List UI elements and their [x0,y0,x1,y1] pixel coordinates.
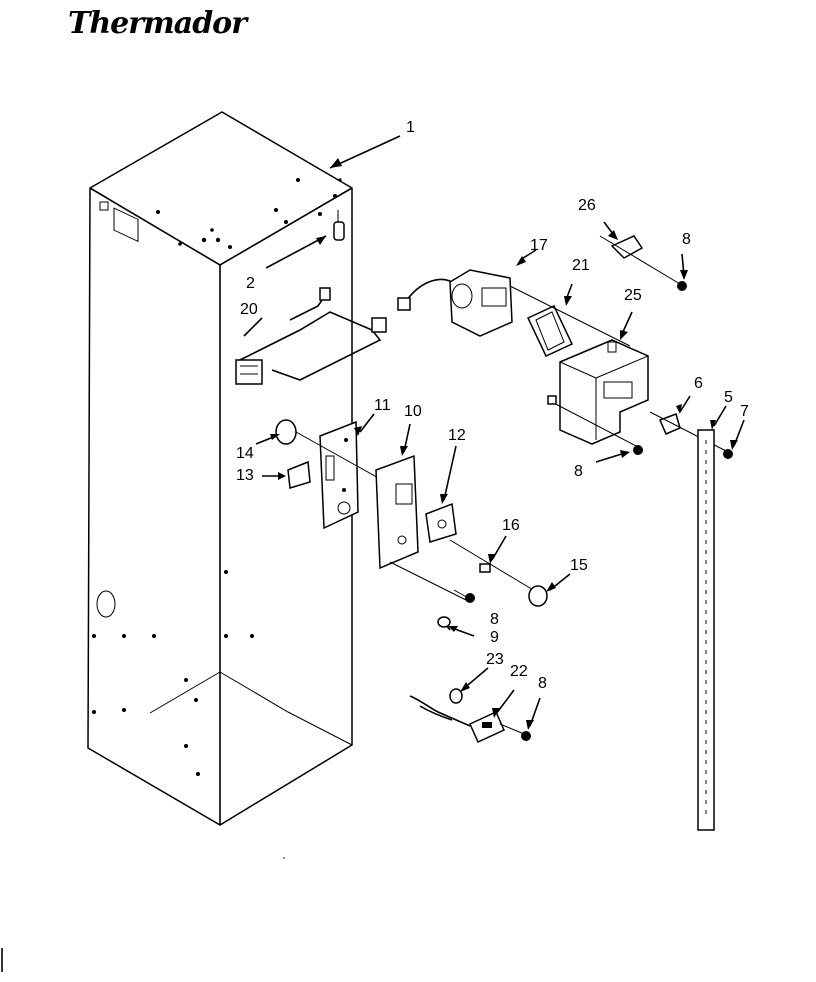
callout-7: 7 [740,403,749,420]
callout-8: 8 [490,611,499,628]
callout-21: 21 [572,257,590,274]
callout-17: 17 [530,237,548,254]
callout-26: 26 [578,197,596,214]
part-13-pad [262,460,311,489]
part-5-rail [649,395,745,831]
part-8-screw-b [595,445,643,463]
callout-8: 8 [538,675,547,692]
callout-5: 5 [724,389,733,406]
part-26-clip [599,221,688,291]
callout-25: 25 [624,287,642,304]
callout-8: 8 [682,231,691,248]
callout-6: 6 [694,375,703,392]
part-22-switch [469,689,541,743]
callout-8: 8 [574,463,583,480]
callout-13: 13 [236,467,254,484]
part-16-bushing [479,535,507,573]
part-25-housing [509,285,649,449]
part-9-pin [437,616,475,637]
callout-2: 2 [246,275,255,292]
callout-14: 14 [236,445,254,462]
part-11-bracket [319,413,375,530]
callout-11: 11 [374,397,391,414]
part-17-sensor [397,249,537,337]
part-20-harness [235,287,387,385]
callout-10: 10 [404,403,422,420]
part-15-knob [528,573,571,607]
thermador-logo: Thermador [68,6,247,41]
callout-9: 9 [490,629,499,646]
callout-16: 16 [502,517,520,534]
cabinet-body [87,111,353,826]
callout-23: 23 [486,651,504,668]
callout-12: 12 [448,427,466,444]
part-2-fastener [265,210,345,269]
part-1-leader [329,135,401,169]
callout-1: 1 [406,119,415,136]
part-21-gasket [526,283,574,357]
part-12-plate [425,445,541,595]
callout-15: 15 [570,557,588,574]
part-10-bracket [375,423,471,603]
callout-20: 20 [240,301,258,318]
callout-22: 22 [510,663,528,680]
part-23-wire [409,667,489,727]
